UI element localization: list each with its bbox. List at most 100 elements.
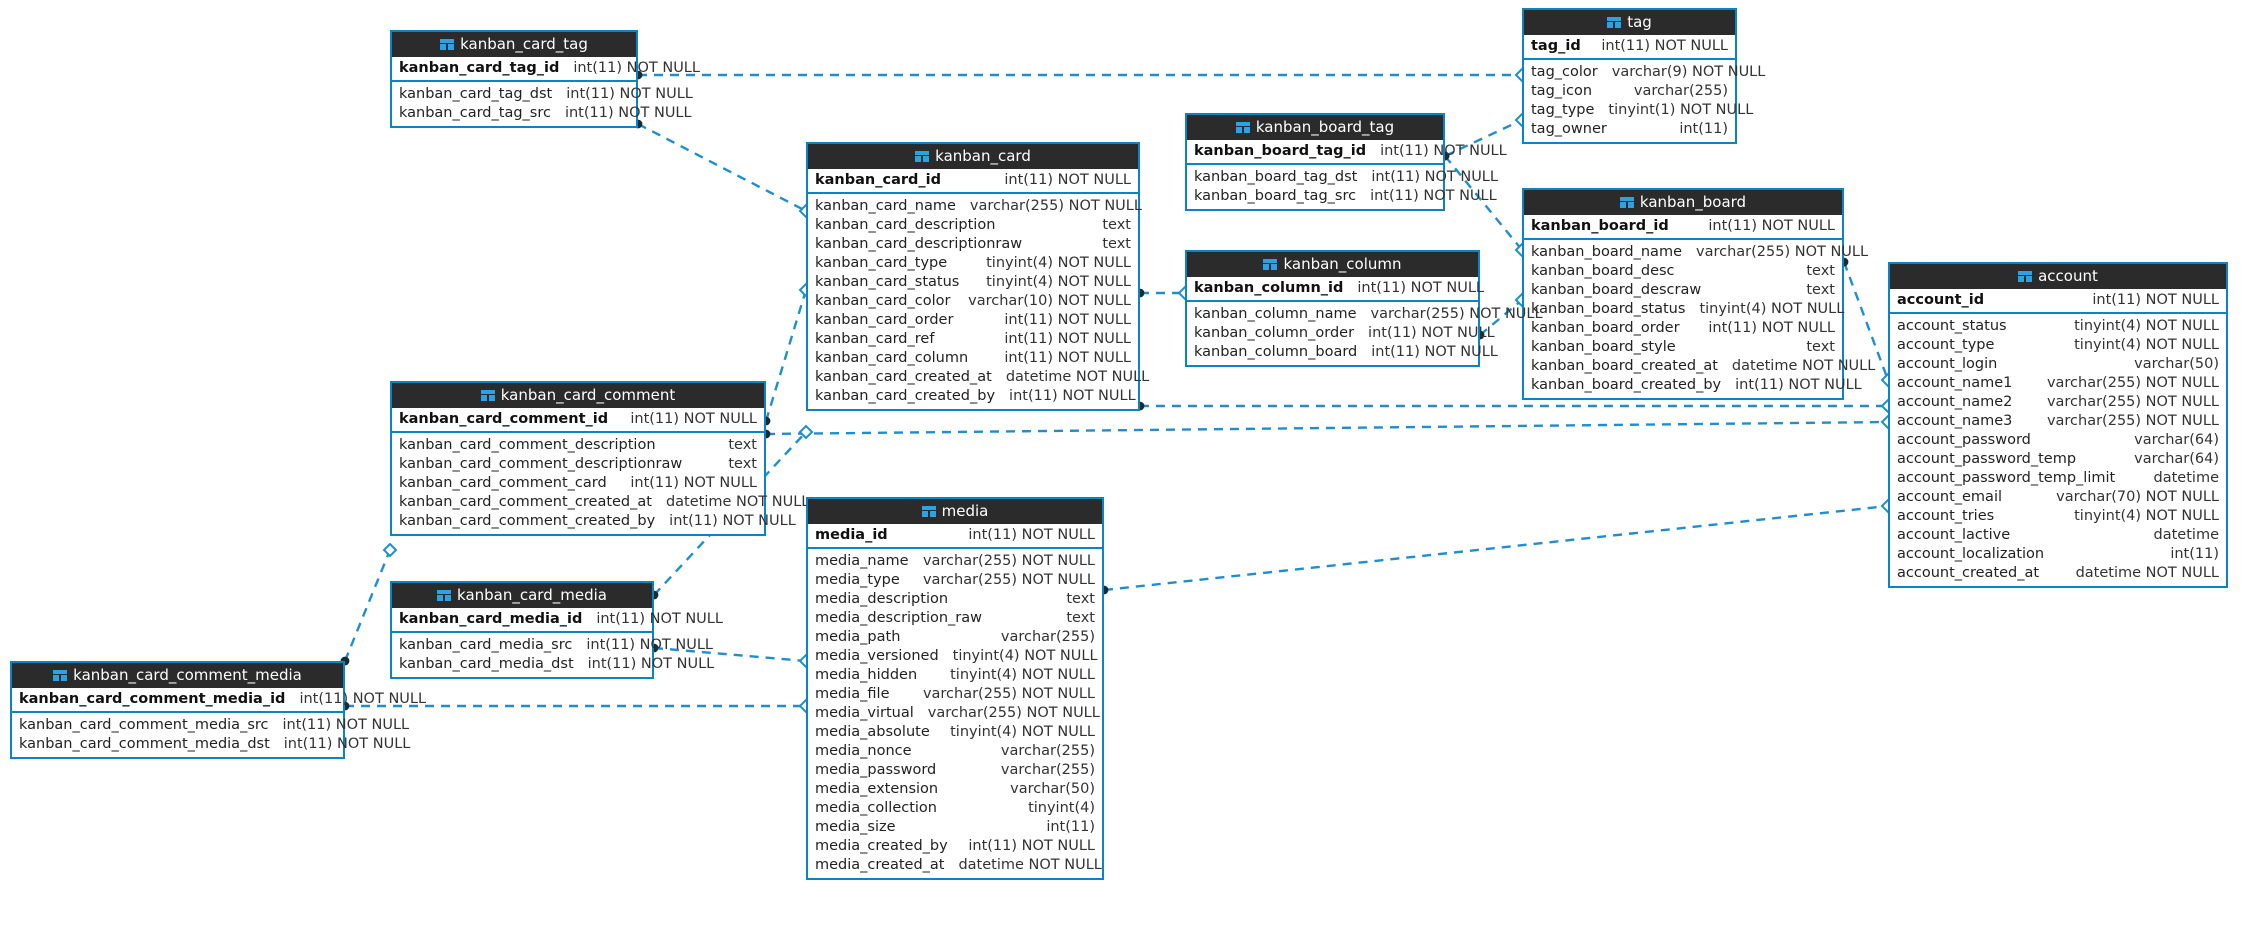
relationship-rel-card-column[interactable] — [1135, 285, 1193, 301]
relationship-rel-card-account[interactable] — [1135, 398, 1896, 414]
relationship-rel-commentmedia-comm[interactable] — [340, 542, 398, 666]
relationship-rel-comment-account[interactable] — [761, 414, 1896, 439]
relationship-rel-cardtag-card[interactable] — [633, 119, 814, 219]
relationship-rel-media-account[interactable] — [1099, 498, 1896, 595]
relationship-rel-cardtag-tag[interactable] — [633, 67, 1530, 83]
relationship-rel-comment-card[interactable] — [761, 282, 814, 426]
